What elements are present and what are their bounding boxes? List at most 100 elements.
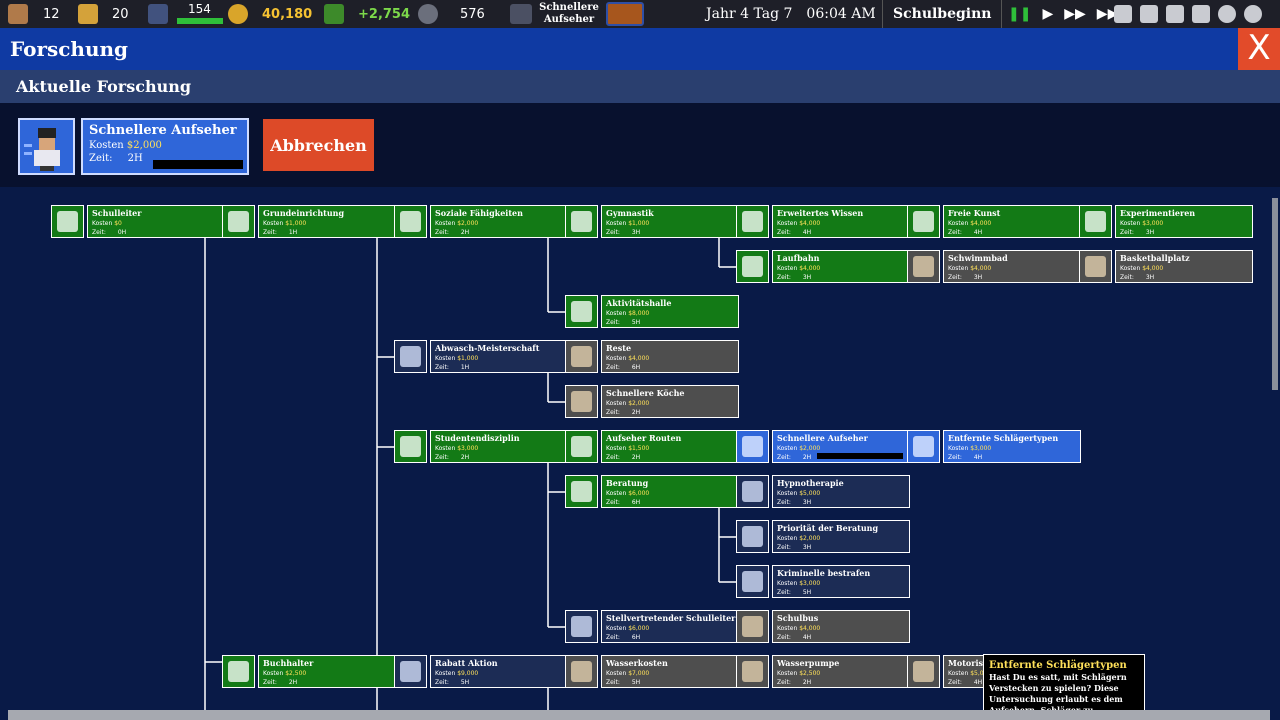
time-value: 5H (631, 679, 641, 686)
research-node-cost: Kosten $1,000 (606, 219, 734, 228)
cost-label: Kosten (435, 445, 456, 452)
fast-forward-icon[interactable]: ▶▶ (1064, 6, 1086, 22)
research-node-icon[interactable] (736, 520, 769, 553)
students-stat[interactable]: 12 (8, 0, 60, 28)
research-node-icon[interactable] (394, 340, 427, 373)
settings-gear-icon[interactable] (1244, 5, 1262, 23)
vertical-scrollbar-track[interactable] (1270, 187, 1280, 710)
current-research-progress (153, 160, 243, 169)
research-node-icon[interactable] (736, 565, 769, 598)
time-value: 3H (631, 229, 641, 236)
close-button[interactable]: X (1238, 28, 1280, 70)
research-node-icon[interactable] (394, 655, 427, 688)
cost-value: $4,000 (799, 220, 821, 227)
research-node-icon[interactable] (1079, 250, 1112, 283)
research-node-icon[interactable] (565, 655, 598, 688)
research-status[interactable]: Schnellere Aufseher (510, 0, 601, 28)
horizontal-scrollbar[interactable] (8, 710, 1270, 720)
research-node-cost: Kosten $5,000 (948, 669, 1076, 678)
flask-icon (1085, 211, 1106, 232)
pause-icon[interactable]: ❚❚ (1008, 6, 1032, 22)
money-stat[interactable]: 40,180 (228, 0, 312, 28)
staff-stat[interactable]: 20 (78, 0, 129, 28)
research-node-icon[interactable] (565, 340, 598, 373)
research-node-icon[interactable] (222, 205, 255, 238)
research-node-icon[interactable] (907, 250, 940, 283)
research-node-icon[interactable] (907, 655, 940, 688)
research-node-icon[interactable] (1079, 205, 1112, 238)
research-node-name: Freie Kunst (948, 208, 1001, 218)
cost-value: $1,000 (285, 220, 307, 227)
research-node-icon[interactable] (394, 205, 427, 238)
research-node-icon[interactable] (565, 295, 598, 328)
export-icon[interactable] (1114, 5, 1132, 23)
research-node-icon[interactable] (565, 205, 598, 238)
crest-icon (606, 2, 644, 26)
research-node-icon[interactable] (565, 430, 598, 463)
trophy-icon[interactable] (1192, 5, 1210, 23)
vertical-scrollbar-thumb[interactable] (1272, 198, 1278, 390)
time-value: 2H (460, 229, 470, 236)
research-node-icon[interactable] (565, 475, 598, 508)
research-node-icon[interactable] (565, 385, 598, 418)
research-node-icon[interactable] (907, 430, 940, 463)
play-icon[interactable]: ▶ (1042, 6, 1054, 22)
research-node-icon[interactable] (394, 430, 427, 463)
income-stat[interactable]: +2,754 (324, 0, 410, 28)
research-node-icon[interactable] (736, 430, 769, 463)
cancel-research-button[interactable]: Abbrechen (263, 119, 374, 171)
cost-label: Kosten (606, 445, 627, 452)
cost-value: $3,000 (1142, 220, 1164, 227)
keyboard-icon[interactable] (1166, 5, 1184, 23)
period-label: Schulbeginn (882, 0, 1003, 28)
research-node-icon[interactable] (736, 610, 769, 643)
priority-icon (742, 526, 763, 547)
research-node-icon[interactable] (736, 655, 769, 688)
research-node-icon[interactable] (736, 475, 769, 508)
cost-label: Kosten (777, 445, 798, 452)
cost-value: $1,000 (457, 355, 479, 362)
chat-icon[interactable] (1218, 5, 1236, 23)
research-node-icon[interactable] (736, 205, 769, 238)
research-node-icon[interactable] (736, 250, 769, 283)
list-icon[interactable] (1140, 5, 1158, 23)
research-node-icon[interactable] (907, 205, 940, 238)
research-node-icon[interactable] (565, 610, 598, 643)
current-research-card[interactable]: Schnellere Aufseher Kosten $2,000 Zeit: … (81, 118, 249, 175)
school-crest[interactable] (606, 0, 644, 28)
reputation-stat[interactable]: 576 (418, 0, 485, 28)
guards-stat[interactable]: 154 (148, 0, 223, 28)
research-node-icon[interactable] (222, 655, 255, 688)
research-node-icon[interactable] (51, 205, 84, 238)
research-node-name: Experimentieren (1120, 208, 1196, 218)
